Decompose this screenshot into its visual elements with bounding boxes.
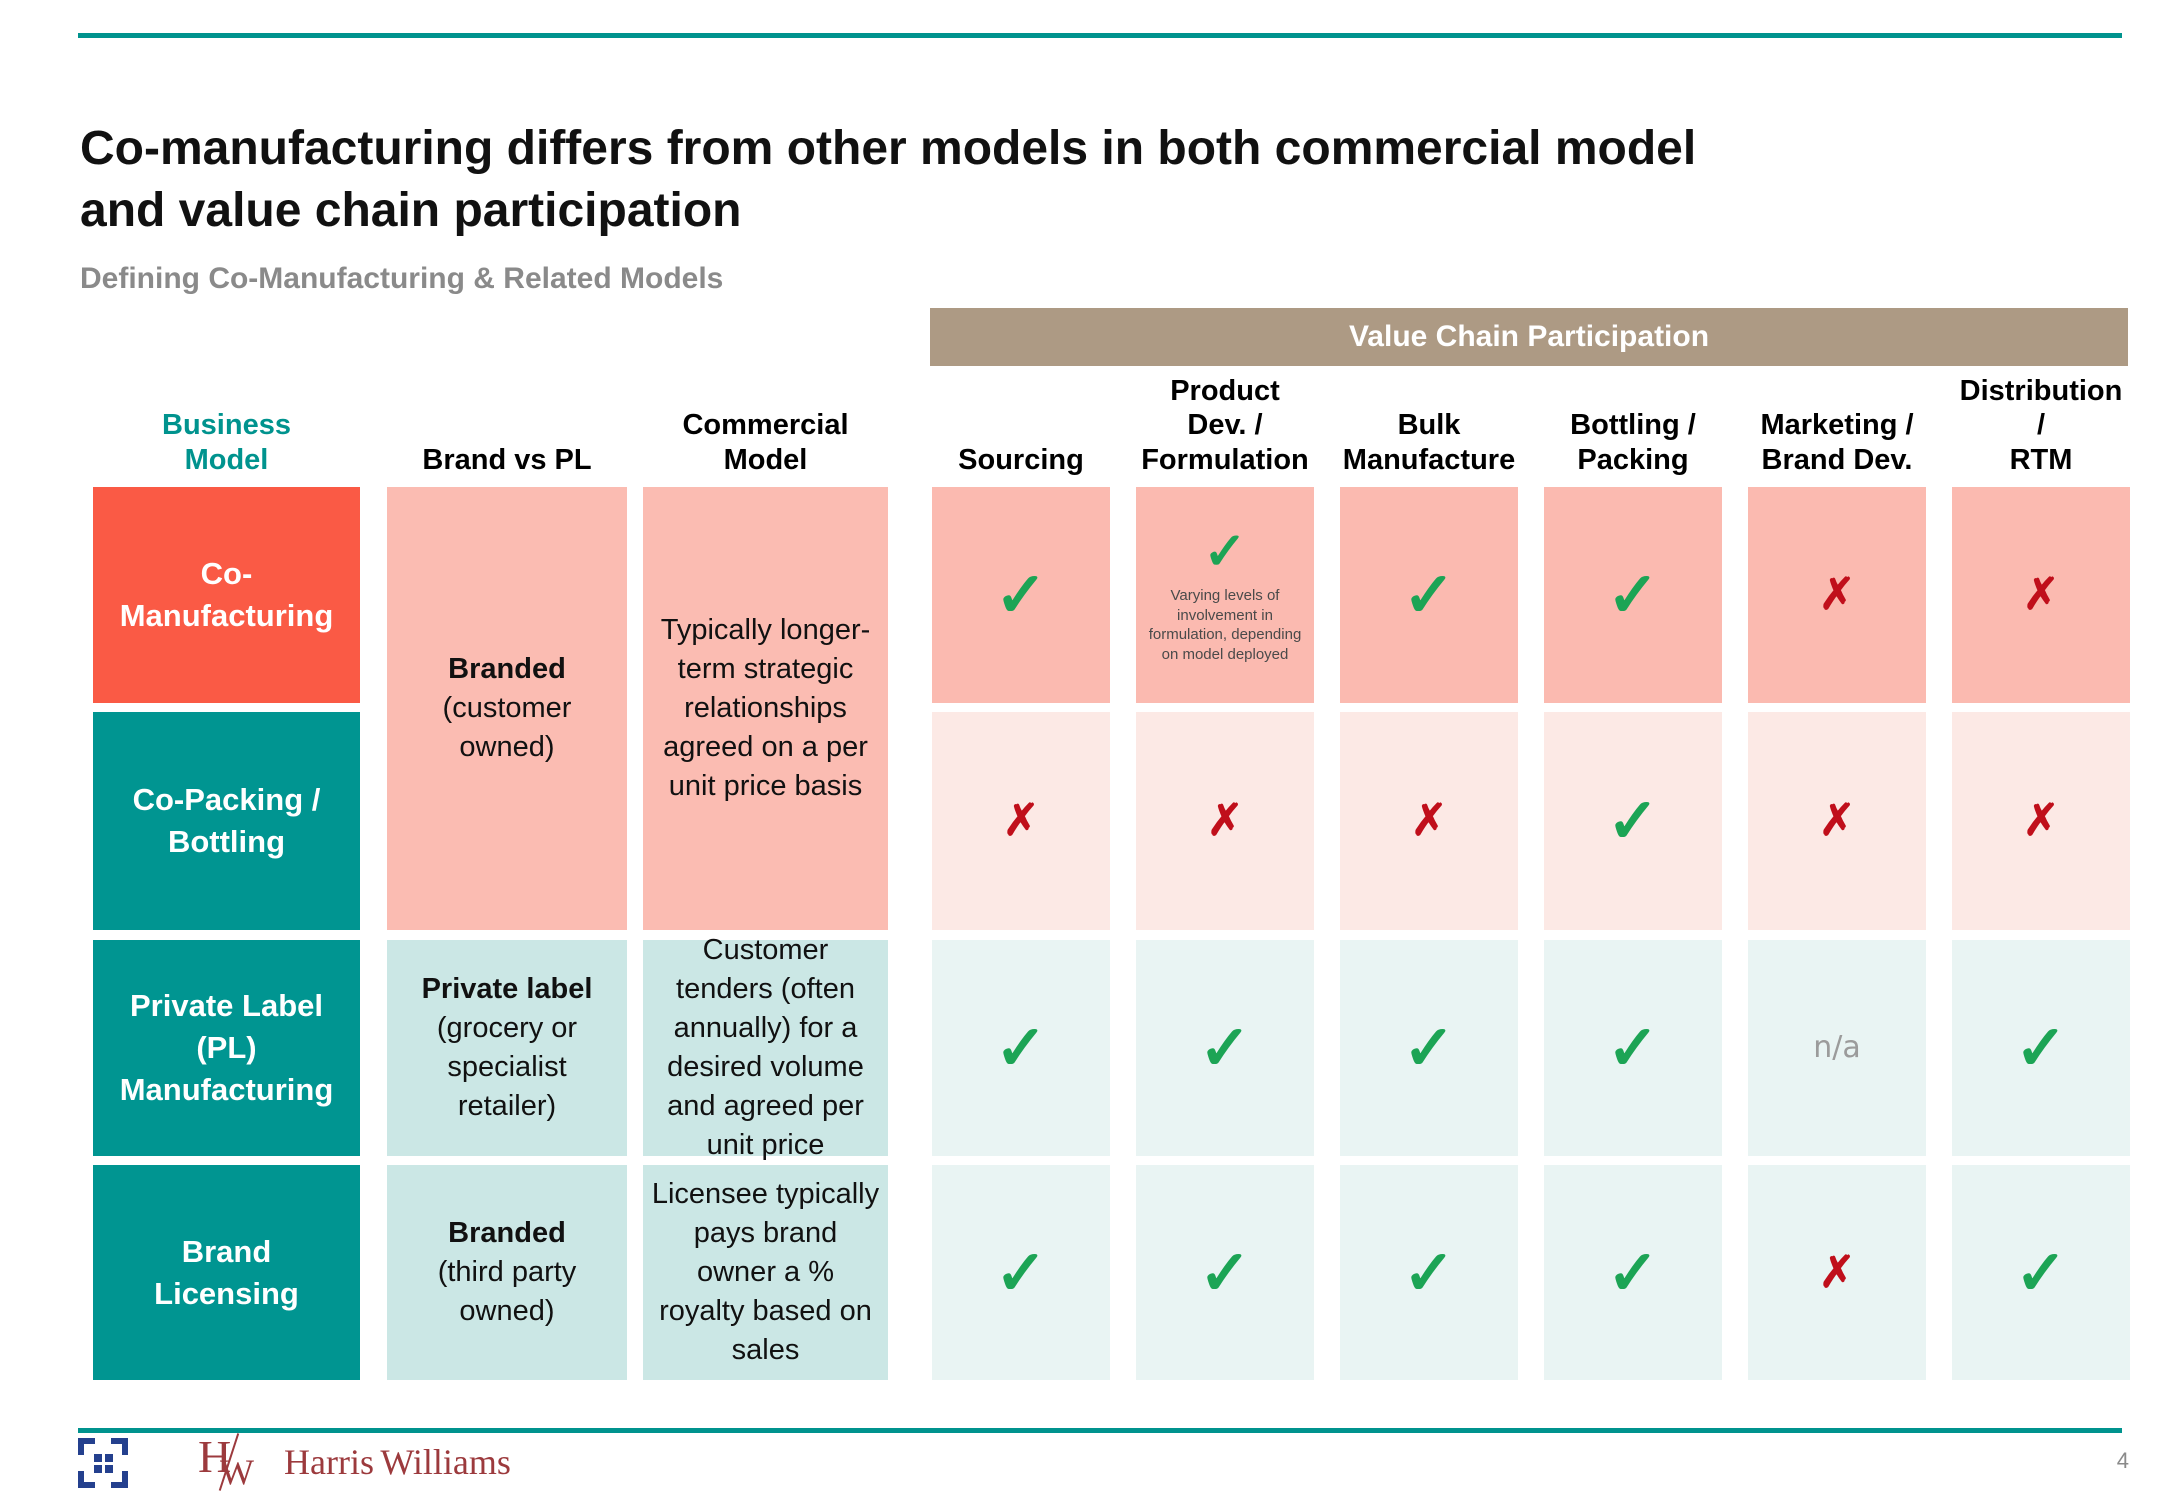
brand-label-rest: (grocery or specialist retailer) <box>436 1011 578 1123</box>
cell-brandlicensing-proddev: ✓ <box>1136 1165 1314 1380</box>
cell-privatelabel-marketing: n/a <box>1748 940 1926 1156</box>
check-icon: ✓ <box>2014 1011 2068 1084</box>
na-label: n/a <box>1813 1030 1861 1065</box>
row-label-co-manufacturing: Co- Manufacturing <box>93 487 360 703</box>
cell-copacking-bottling: ✓ <box>1544 712 1722 930</box>
column-header-brand-vs-pl: Brand vs PL <box>422 444 592 477</box>
formulation-note: Varying levels of involvement in formula… <box>1148 587 1302 663</box>
check-icon: ✓ <box>1402 1235 1456 1309</box>
brand-label-bold: Branded <box>448 1216 566 1249</box>
check-icon: ✓ <box>994 1235 1048 1309</box>
x-icon: ✗ <box>1818 795 1856 846</box>
cell-commercial-brand-licensing: Licensee typically pays brand owner a % … <box>643 1165 888 1380</box>
harris-williams-wordmark: Harris Williams <box>284 1442 511 1482</box>
harris-williams-logo-icon <box>78 1438 128 1488</box>
check-icon: ✓ <box>1198 1235 1252 1309</box>
check-icon: ✓ <box>1202 522 1247 582</box>
cell-brand-branded-third-party: Branded (third party owned) <box>387 1165 627 1380</box>
check-icon: ✓ <box>2014 1235 2068 1309</box>
row-label-co-packing-bottling: Co-Packing / Bottling <box>93 712 360 930</box>
cell-privatelabel-bulk: ✓ <box>1340 940 1518 1156</box>
column-header-business-model: Business Model <box>162 409 291 477</box>
column-header-commercial-model: Commercial Model <box>682 409 849 477</box>
check-icon: ✓ <box>1198 1011 1252 1084</box>
cell-privatelabel-proddev: ✓ <box>1136 940 1314 1156</box>
cell-privatelabel-distribution: ✓ <box>1952 940 2130 1156</box>
cell-comanufacturing-bottling: ✓ <box>1544 487 1722 703</box>
column-header-bottling-packing: Bottling / Packing <box>1570 409 1696 477</box>
cell-comanufacturing-sourcing: ✓ <box>932 487 1110 703</box>
cell-commercial-co-manufacturing: Typically longer- term strategic relatio… <box>643 487 888 930</box>
cell-comanufacturing-marketing: ✗ <box>1748 487 1926 703</box>
cell-copacking-marketing: ✗ <box>1748 712 1926 930</box>
x-icon: ✗ <box>1206 795 1244 846</box>
brand-label-bold: Private label <box>421 972 593 1005</box>
cell-brandlicensing-distribution: ✓ <box>1952 1165 2130 1380</box>
check-icon: ✓ <box>994 558 1048 631</box>
page-subtitle: Defining Co-Manufacturing & Related Mode… <box>80 262 724 295</box>
footer-divider <box>78 1428 2122 1433</box>
cell-copacking-distribution: ✗ <box>1952 712 2130 930</box>
cell-brand-branded-customer-owned: Branded (customer owned) <box>387 487 627 930</box>
row-label-private-label-manufacturing: Private Label (PL) Manufacturing <box>93 940 360 1156</box>
brand-label-rest: (customer owned) <box>442 691 572 764</box>
check-icon: ✓ <box>1606 784 1660 857</box>
page-number: 4 <box>2116 1448 2129 1473</box>
cell-brandlicensing-marketing: ✗ <box>1748 1165 1926 1380</box>
cell-commercial-private-label: Customer tenders (often annually) for a … <box>643 934 888 1161</box>
column-header-marketing-brand-dev: Marketing / Brand Dev. <box>1760 409 1914 477</box>
cell-privatelabel-sourcing: ✓ <box>932 940 1110 1156</box>
x-icon: ✗ <box>2022 795 2060 846</box>
x-icon: ✗ <box>2022 569 2060 620</box>
column-header-bulk-manufacture: Bulk Manufacture <box>1342 409 1516 477</box>
brand-label-rest: (third party owned) <box>437 1255 577 1328</box>
cell-copacking-sourcing: ✗ <box>932 712 1110 930</box>
top-divider <box>78 33 2122 38</box>
cell-copacking-bulk: ✗ <box>1340 712 1518 930</box>
check-icon: ✓ <box>1606 1235 1660 1309</box>
cell-copacking-proddev: ✗ <box>1136 712 1314 930</box>
column-header-product-dev-formulation: Product Dev. / Formulation <box>1141 374 1309 477</box>
cell-brandlicensing-bulk: ✓ <box>1340 1165 1518 1380</box>
cell-comanufacturing-distribution: ✗ <box>1952 487 2130 703</box>
cell-brandlicensing-sourcing: ✓ <box>932 1165 1110 1380</box>
brand-label-bold: Branded <box>448 652 566 685</box>
check-icon: ✓ <box>994 1011 1048 1084</box>
cell-comanufacturing-bulk: ✓ <box>1340 487 1518 703</box>
column-header-sourcing: Sourcing <box>958 444 1084 477</box>
cell-brand-private-label-retailer: Private label (grocery or specialist reta… <box>387 940 627 1156</box>
page-title: Co-manufacturing differs from other mode… <box>80 122 1697 238</box>
x-icon: ✗ <box>1410 795 1448 846</box>
cell-brandlicensing-bottling: ✓ <box>1544 1165 1722 1380</box>
check-icon: ✓ <box>1402 558 1456 631</box>
value-chain-participation-header: Value Chain Participation <box>930 308 2128 366</box>
hw-monogram: H W <box>198 1433 268 1496</box>
column-header-distribution-rtm: Distribution / RTM <box>1959 374 2123 477</box>
monogram-w: W <box>220 1452 254 1492</box>
check-icon: ✓ <box>1402 1011 1456 1084</box>
cell-privatelabel-bottling: ✓ <box>1544 940 1722 1156</box>
check-icon: ✓ <box>1606 558 1660 631</box>
check-icon: ✓ <box>1606 1011 1660 1084</box>
x-icon: ✗ <box>1002 795 1040 846</box>
x-icon: ✗ <box>1818 569 1856 620</box>
cell-comanufacturing-proddev: ✓ Varying levels of involvement in formu… <box>1136 487 1314 703</box>
row-label-brand-licensing: Brand Licensing <box>93 1165 360 1380</box>
x-icon: ✗ <box>1818 1246 1856 1298</box>
